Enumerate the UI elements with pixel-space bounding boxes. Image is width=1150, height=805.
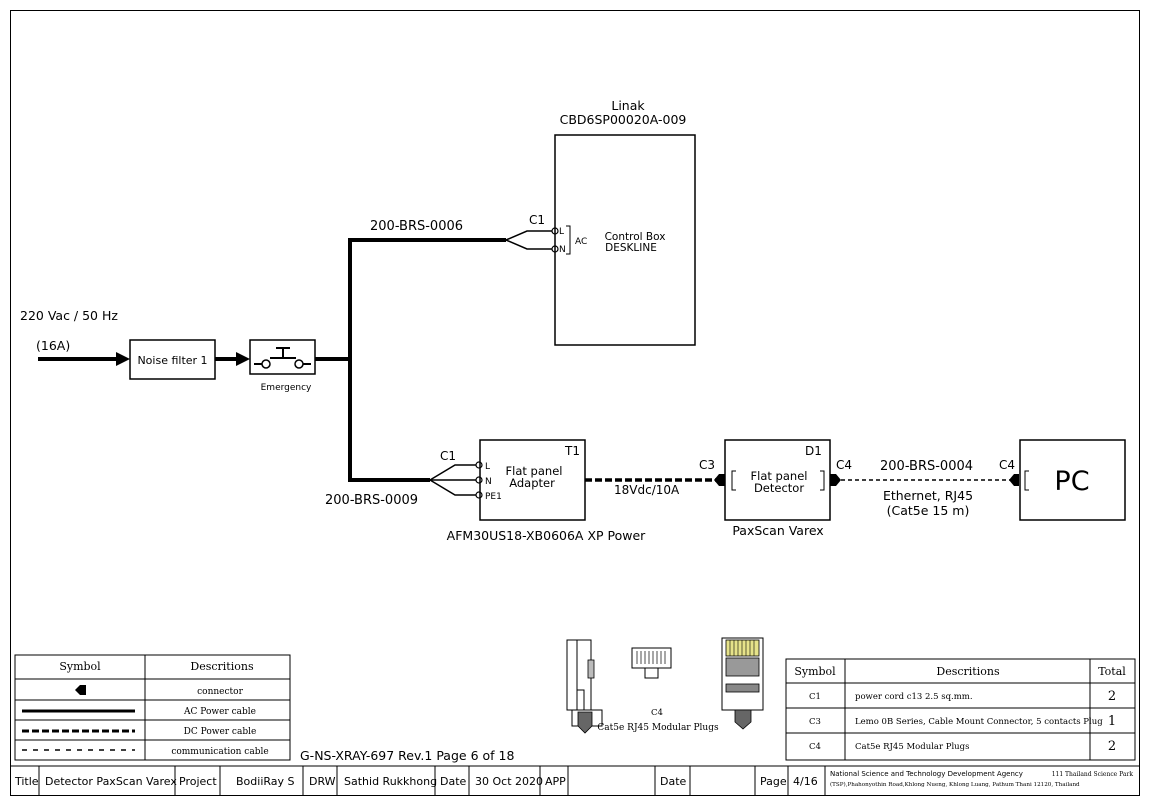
parts-total: 2 (1108, 739, 1116, 754)
control-box-branch: 200-BRS-0006 C1 L N AC Linak CBD6SP00020… (348, 98, 696, 346)
plug-caption: Cat5e RJ45 Modular Plugs (597, 723, 719, 733)
legend-header-symbol: Symbol (59, 660, 101, 673)
detector-ref: D1 (805, 444, 822, 458)
legend-header-desc: Descritions (190, 660, 254, 673)
parts-header-symbol: Symbol (794, 665, 836, 678)
parts-total: 1 (1108, 714, 1116, 729)
adapter-name-2: Adapter (509, 476, 555, 490)
parts-symbol: C1 (809, 692, 821, 702)
supply-voltage: 220 Vac / 50 Hz (20, 308, 118, 323)
noise-filter-box (129, 339, 216, 380)
parts-table: Symbol Descritions Total C1 power cord c… (785, 658, 1136, 761)
detector-name: Flat panel (751, 469, 808, 483)
pc: C4 PC (999, 439, 1126, 521)
pin-pe-label: PE1 (485, 492, 502, 502)
parts-symbol: C3 (809, 717, 821, 727)
parts-desc: Lemo 0B Series, Cable Mount Connector, 5… (855, 717, 1103, 727)
pc-label: PC (1054, 466, 1089, 497)
control-box-model: CBD6SP00020A-009 (560, 112, 687, 127)
emergency-label: Emergency (261, 383, 312, 393)
drawing-date: 30 Oct 2020 (475, 775, 543, 788)
rj45-front-view-icon (631, 647, 672, 679)
date2-label: Date (660, 775, 687, 788)
cable-label-0004: 200-BRS-0004 (880, 459, 973, 474)
legend-table: Symbol Descritions connector AC Power ca… (14, 654, 291, 761)
parts-header-desc: Descritions (936, 665, 1000, 678)
detector-model: PaxScan Varex (732, 523, 823, 538)
dc-output-label: 18Vdc/10A (614, 483, 680, 497)
ethernet-link: 200-BRS-0004 Ethernet, RJ45 (Cat5e 15 m) (841, 459, 1014, 518)
agency-name: National Science and Technology Developm… (830, 770, 1023, 778)
cable-label-0009: 200-BRS-0009 (325, 493, 418, 508)
detector-name-2: Detector (754, 481, 804, 495)
adapter-name: Flat panel (506, 464, 563, 478)
app-label: APP (545, 775, 566, 788)
rj45-side-view-icon (566, 639, 603, 734)
control-box-name: Control Box (605, 231, 666, 243)
title-label: Title (14, 775, 39, 788)
arrow-head (236, 352, 250, 366)
control-box-maker: Linak (611, 98, 645, 113)
cable-label-0006: 200-BRS-0006 (370, 219, 463, 234)
parts-symbol: C4 (809, 742, 821, 752)
drawn-by: Sathid Rukkhong (344, 775, 437, 788)
pin-pe-terminal (475, 491, 483, 499)
project-name: BodiiRay S (236, 775, 295, 788)
supply-current: (16A) (36, 338, 70, 353)
date-label: Date (440, 775, 467, 788)
page-label: Page (760, 775, 787, 788)
control-box-name-2: DESKLINE (605, 242, 657, 254)
pin-l-terminal (475, 461, 483, 469)
plug-ref: C4 (651, 708, 663, 718)
rj45-plug-figure: C4 Cat5e RJ45 Modular Plugs (566, 637, 764, 734)
ethernet-length: (Cat5e 15 m) (887, 503, 970, 518)
ac-bracket (566, 225, 571, 255)
adapter-model: AFM30US18-XB0606A XP Power (447, 528, 647, 543)
power-supply-input: 220 Vac / 50 Hz (16A) (20, 308, 130, 366)
connector-symbol (75, 685, 86, 695)
adapter-branch: 200-BRS-0009 C1 L N PE1 T1 Flat panel Ad… (325, 439, 718, 543)
ethernet-label: Ethernet, RJ45 (883, 488, 973, 503)
connector-symbol (1009, 474, 1019, 486)
page-number: 4/16 (793, 775, 818, 788)
drawing-title: Detector PaxScan Varex (45, 775, 177, 788)
parts-desc: power cord c13 2.5 sq.mm. (855, 692, 973, 702)
legend-desc-connector: connector (197, 687, 243, 697)
parts-total: 2 (1108, 689, 1116, 704)
parts-header-total: Total (1098, 665, 1126, 678)
detector-connector-out: C4 (836, 458, 852, 472)
noise-filter-label: Noise filter 1 (137, 354, 207, 367)
legend-desc-dc: DC Power cable (184, 727, 257, 737)
control-box-connector: C1 (529, 213, 545, 227)
rj45-top-view-icon (721, 637, 764, 730)
adapter-ref: T1 (564, 444, 580, 458)
control-box (554, 134, 696, 346)
pin-l-label: L (485, 462, 490, 472)
pin-n-label: N (485, 477, 492, 487)
pc-connector: C4 (999, 458, 1015, 472)
pin-n-terminal (475, 476, 483, 484)
pin-n-label: N (559, 245, 566, 255)
legend-desc-ac: AC Power cable (183, 707, 256, 717)
agency-address-2: (TSP),Phahonyothin Road,Khlong Nueng, Kh… (830, 781, 1080, 788)
arrow-head (116, 352, 130, 366)
emergency-switch: Emergency (249, 339, 316, 393)
pc-box (1019, 439, 1126, 521)
document-number: G-NS-XRAY-697 Rev.1 Page 6 of 18 (300, 748, 514, 763)
agency-address-1: 111 Thailand Science Park (1052, 771, 1134, 778)
connector-symbol (830, 474, 841, 486)
detector: C3 D1 Flat panel Detector PaxScan Varex … (699, 439, 852, 538)
pin-l-label: L (559, 227, 564, 237)
legend-desc-comm: communication cable (171, 747, 268, 757)
connector-symbol (714, 474, 725, 486)
detector-connector-in: C3 (699, 458, 715, 472)
ac-label: AC (575, 237, 587, 247)
title-block: Title Detector PaxScan Varex Project Bod… (10, 765, 1140, 796)
noise-filter: Noise filter 1 (129, 339, 216, 380)
adapter-connector: C1 (440, 449, 456, 463)
parts-desc: Cat5e RJ45 Modular Plugs (855, 742, 969, 752)
project-label: Project (179, 775, 217, 788)
drw-label: DRW (309, 775, 336, 788)
